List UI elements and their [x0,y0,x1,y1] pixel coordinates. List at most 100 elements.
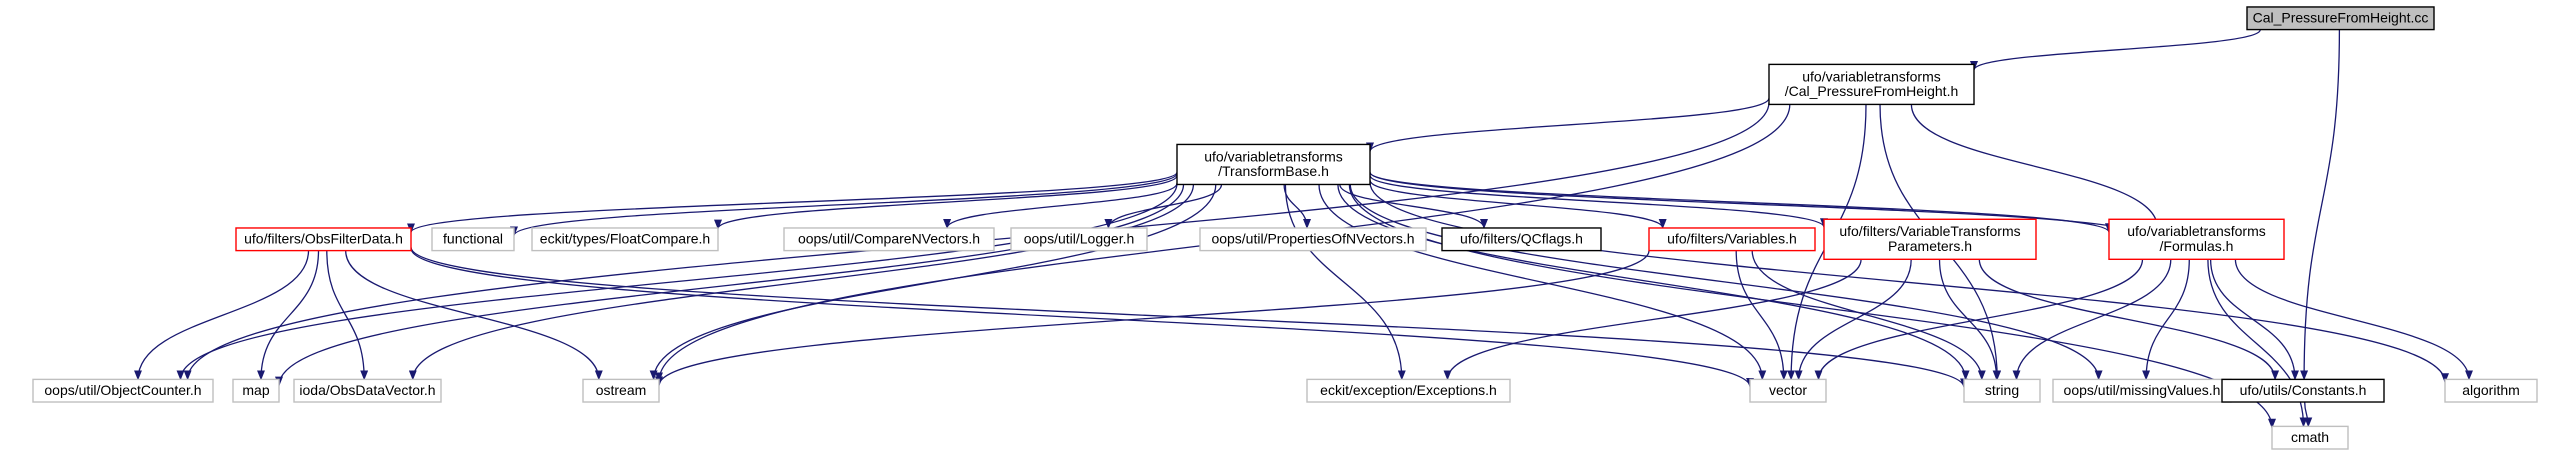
edge-transformbase-to-memory [1369,171,2146,238]
node-label: oops/util/PropertiesOfNVectors.h [1211,231,1414,247]
edge-cal_h-to-transformbase [1366,97,1770,153]
edge-transformbase-to-map [275,184,1185,387]
node-box [235,227,412,252]
edge-transformbase-to-obsfilterdata [407,171,1178,234]
edge-transformbase-to-missingvalues [1349,184,2103,381]
node-box [1010,227,1148,252]
edge-cal_h-to-memory [1910,104,2162,229]
node-box [2271,425,2349,450]
node-exceptions[interactable]: eckit/exception/Exceptions.h [1306,378,1511,403]
node-comparenvectors[interactable]: oops/util/CompareNVectors.h [783,227,995,252]
edge-transformbase-to-ostream [649,184,1217,381]
edge-vtparams-to-vector [1794,259,1912,381]
node-box [1823,218,2037,261]
edge-variables-to-string [1751,250,1986,381]
edge-transformbase-to-vtparams [1369,174,1828,229]
node-map[interactable]: map [232,378,280,403]
nodes-layer: Cal_PressureFromHeight.cc ufo/variabletra… [32,6,2538,450]
edge-variables-to-vector [1735,250,1788,381]
edge-formulas-to-constants [2209,259,2299,381]
node-label: map [242,382,269,398]
node-cmath[interactable]: cmath [2271,425,2349,450]
node-label: /Formulas.h [2160,238,2234,254]
edge-vtparams-to-string [1938,259,2001,381]
node-box [293,378,442,403]
node-logger[interactable]: oops/util/Logger.h [1010,227,1148,252]
edge-formulas-to-vector [1814,259,2144,381]
edge-root-to-constants [2300,29,2341,381]
edge-obsfilterdata-to-map [257,250,320,381]
node-box [232,378,280,403]
edge-variables-to-ostream [655,250,1650,387]
node-label: ufo/utils/Constants.h [2240,382,2367,398]
edge-constants-to-cmath [2304,401,2313,428]
node-box [2221,378,2385,403]
edge-transformbase-to-qcflags [1339,184,1488,229]
node-label: ufo/variabletransforms [1204,148,1343,164]
node-label: Cal_PressureFromHeight.cc [2253,10,2429,26]
node-box [1306,378,1511,403]
node-label: Parameters.h [1888,238,1972,254]
edge-transformbase-to-propertiesofnvectors [1283,184,1311,229]
edge-formulas-to-missingvalues [2142,259,2190,381]
node-box [1768,63,1975,106]
node-functional[interactable]: functional [431,227,515,252]
node-ostream[interactable]: ostream [582,378,660,403]
edge-transformbase-to-logger [1104,184,1223,229]
edge-transformbase-to-variables [1369,179,1667,229]
node-label: cmath [2291,429,2329,445]
node-box [1441,227,1602,252]
node-box [2444,378,2538,403]
node-label: oops/util/ObjectCounter.h [44,382,201,398]
node-constants[interactable]: ufo/utils/Constants.h [2221,378,2385,403]
node-label: ufo/filters/Variables.h [1667,231,1797,247]
node-objectcounter[interactable]: oops/util/ObjectCounter.h [32,378,214,403]
edge-obsfilterdata-to-ostream [345,250,603,381]
edge-root-to-cal_h [1970,29,2261,71]
node-label: /Cal_PressureFromHeight.h [1785,83,1959,99]
node-label: ufo/filters/VariableTransforms [1839,223,2020,239]
node-label: oops/util/missingValues.h [2064,382,2221,398]
node-transformbase[interactable]: ufo/variabletransforms/TransformBase.h [1176,143,1371,186]
node-variables[interactable]: ufo/filters/Variables.h [1648,227,1816,252]
node-qcflags[interactable]: ufo/filters/QCflags.h [1441,227,1602,252]
node-missingvalues[interactable]: oops/util/missingValues.h [2052,378,2232,403]
node-formulas[interactable]: ufo/variabletransforms/Formulas.h [2108,218,2285,261]
node-vector[interactable]: vector [1749,378,1827,403]
node-label: vector [1769,382,1807,398]
edge-formulas-to-algorithm [2234,259,2473,381]
node-box [2246,6,2435,31]
edge-vtparams-to-constants [1978,259,2280,381]
node-root[interactable]: Cal_PressureFromHeight.cc [2246,6,2435,31]
node-label: ufo/variabletransforms [1802,68,1941,84]
node-vtparams[interactable]: ufo/filters/VariableTransformsParameters… [1823,218,2037,261]
node-box [783,227,995,252]
edge-transformbase-to-comparenvectors [943,182,1178,229]
edge-transformbase-to-objectcounter [176,183,1178,381]
node-box [1749,378,1827,403]
node-obsfilterdata[interactable]: ufo/filters/ObsFilterData.h [235,227,412,252]
edge-obsfilterdata-to-string [410,247,1968,389]
node-box [1963,378,2041,403]
node-label: eckit/exception/Exceptions.h [1320,382,1497,398]
node-box [1199,227,1427,252]
node-algorithm[interactable]: algorithm [2444,378,2538,403]
node-box [431,227,515,252]
node-label: eckit/types/FloatCompare.h [540,231,710,247]
node-box [1648,227,1816,252]
node-string[interactable]: string [1963,378,2041,403]
node-box [531,227,719,252]
edge-transformbase-to-string [1337,184,1970,381]
edge-transformbase-to-exceptions [1284,184,1406,381]
node-cal_h[interactable]: ufo/variabletransforms/Cal_PressureFromH… [1768,63,1975,106]
node-obsdatavector[interactable]: ioda/ObsDataVector.h [293,378,442,403]
node-box [2108,218,2285,261]
edge-formulas-to-string [2012,259,2172,381]
node-floatcompare[interactable]: eckit/types/FloatCompare.h [531,227,719,252]
node-label: ufo/variabletransforms [2127,223,2266,239]
node-box [1176,143,1371,186]
node-box [32,378,214,403]
node-propertiesofnvectors[interactable]: oops/util/PropertiesOfNVectors.h [1199,227,1427,252]
edge-transformbase-to-formulas [1369,171,2113,234]
node-label: oops/util/CompareNVectors.h [798,231,980,247]
